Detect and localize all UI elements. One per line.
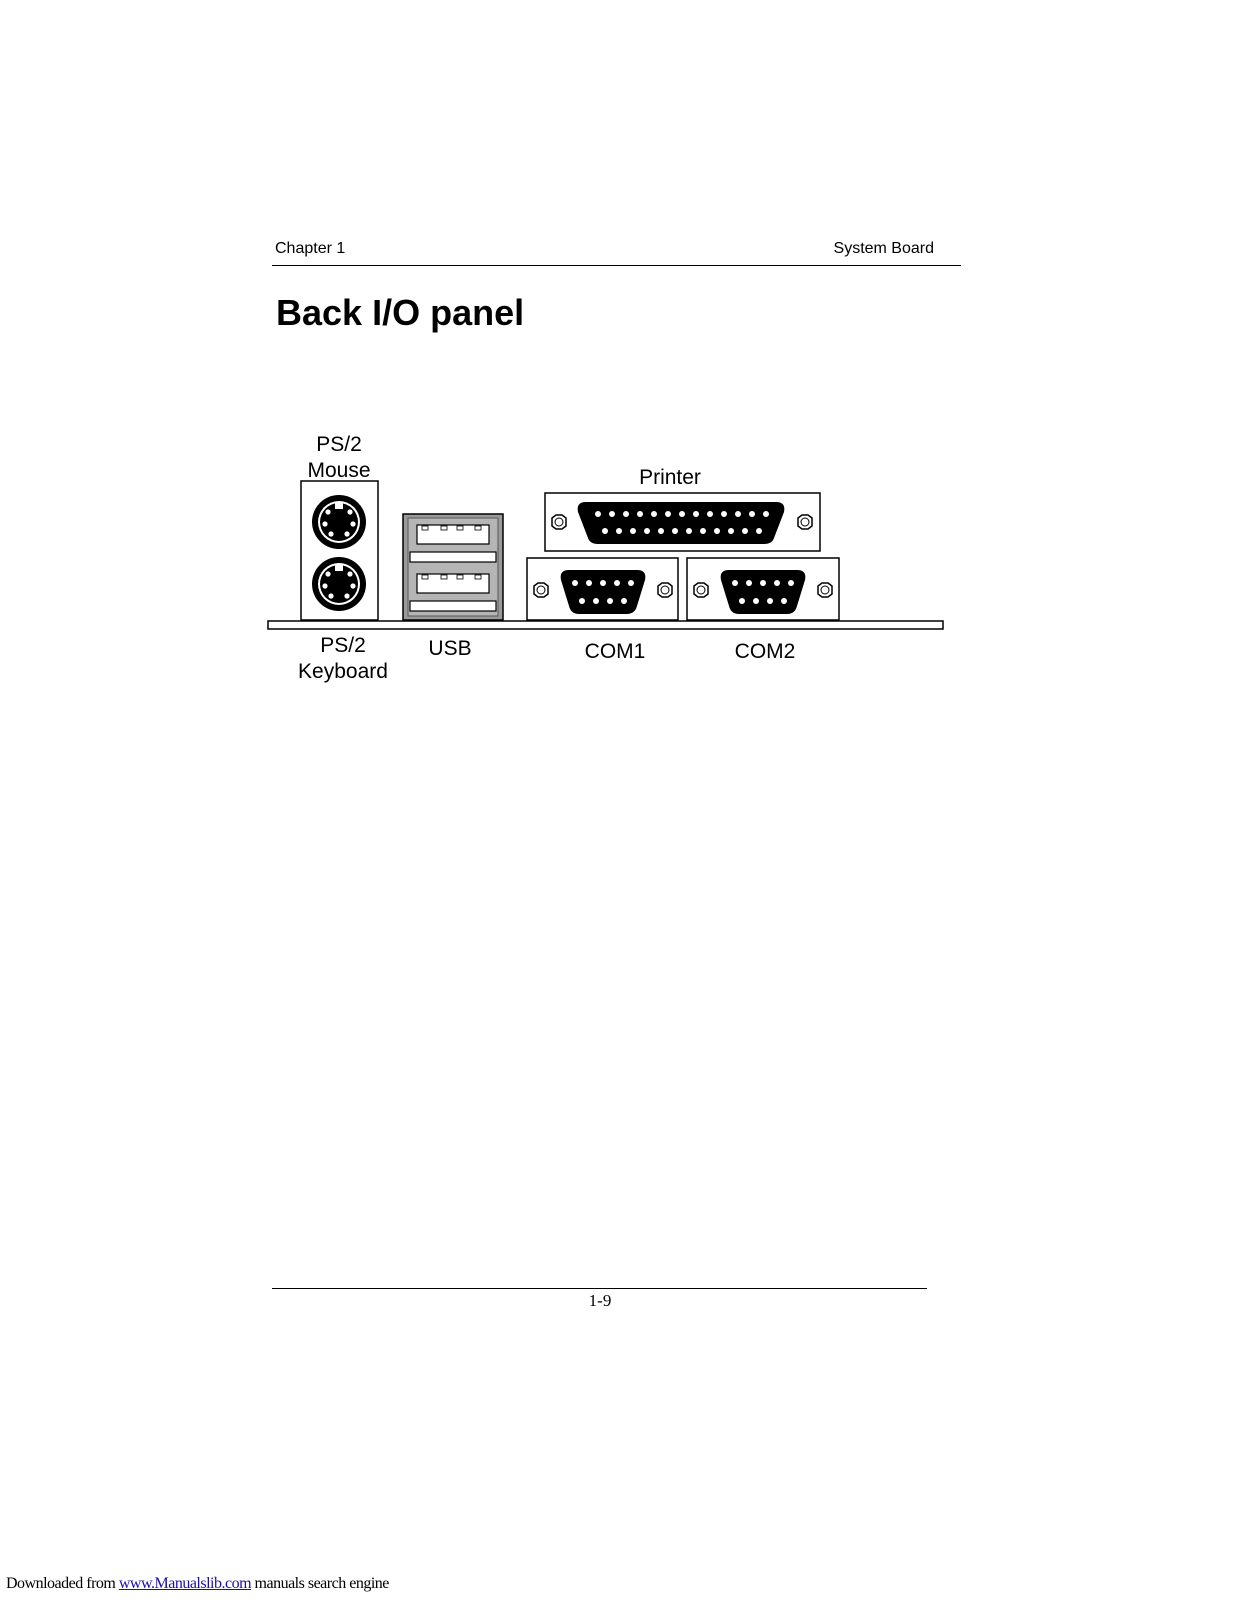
section-label: System Board <box>833 240 934 257</box>
printer-label: Printer <box>639 466 701 489</box>
footer-suffix: manuals search engine <box>251 1575 390 1592</box>
page-title: Back I/O panel <box>276 292 525 333</box>
page-number: 1-9 <box>588 1291 612 1310</box>
ps2-mouse-port <box>312 495 366 549</box>
usb-port-bottom <box>409 573 497 612</box>
usb-ports <box>402 513 504 621</box>
com2-port <box>686 557 840 621</box>
io-shield-strip <box>267 620 944 630</box>
ps2-mouse-label-line2: Mouse <box>307 459 371 482</box>
com1-port <box>526 557 679 621</box>
ps2-keyboard-port <box>312 557 366 611</box>
ps2-keyboard-label-line2: Keyboard <box>298 660 388 683</box>
com2-label: COM2 <box>734 640 796 663</box>
footer-rule <box>272 1288 927 1289</box>
com1-label: COM1 <box>584 640 646 663</box>
usb-port-top <box>409 524 497 563</box>
usb-label: USB <box>428 637 472 660</box>
ps2-keyboard-label-line1: PS/2 <box>320 634 366 657</box>
ps2-ports <box>300 480 379 621</box>
download-footer: Downloaded from www.Manualslib.com manua… <box>6 1575 389 1593</box>
chapter-label: Chapter 1 <box>275 240 346 257</box>
ps2-mouse-label: PS/2 Mouse <box>299 432 379 484</box>
printer-port <box>544 492 821 552</box>
header-rule <box>272 265 961 266</box>
manualslib-link[interactable]: www.Manualslib.com <box>118 1575 252 1592</box>
ps2-keyboard-label: PS/2 Keyboard <box>288 633 398 685</box>
footer-prefix: Downloaded from <box>6 1575 119 1592</box>
ps2-mouse-label-line1: PS/2 <box>316 433 362 456</box>
